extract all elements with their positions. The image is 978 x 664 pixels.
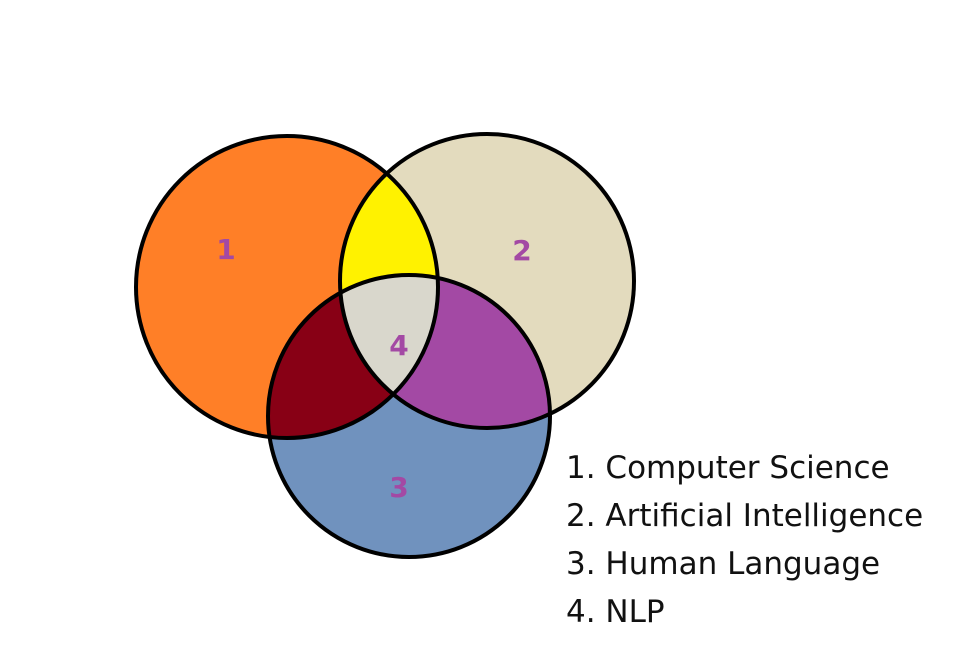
legend-item-computer-science: 1. Computer Science (566, 450, 890, 486)
region-label-3: 3 (389, 471, 408, 504)
legend: 1. Computer Science 2. Artificial Intell… (566, 444, 923, 636)
outline-circle-1 (134, 134, 440, 440)
legend-item-artificial-intelligence: 2. Artificial Intelligence (566, 498, 924, 534)
region-label-2: 2 (512, 234, 531, 267)
outline-circle-3 (266, 273, 552, 559)
legend-item-nlp: 4. NLP (566, 594, 665, 630)
region-label-4: 4 (389, 329, 408, 362)
outline-circle-2 (338, 132, 636, 430)
legend-item-human-language: 3. Human Language (566, 546, 881, 582)
region-label-1: 1 (216, 233, 235, 266)
